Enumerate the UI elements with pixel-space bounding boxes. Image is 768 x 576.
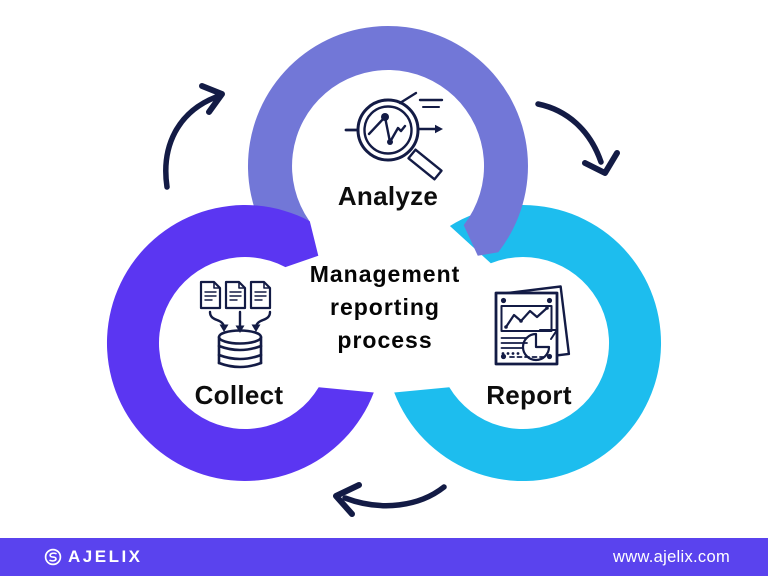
diagram-title: Management reporting process bbox=[275, 258, 495, 357]
report-label: Report bbox=[486, 380, 572, 410]
brand-logo: AJELIX bbox=[44, 547, 143, 567]
footer-bar: AJELIX www.ajelix.com bbox=[0, 538, 768, 576]
magnifier-analytics-icon bbox=[344, 91, 444, 181]
arrowhead-down-icon bbox=[582, 150, 620, 176]
arrow-collect-to-analyze bbox=[163, 94, 219, 190]
rings bbox=[106, 25, 662, 482]
collect-label: Collect bbox=[194, 380, 284, 410]
arrowhead-left-icon bbox=[333, 482, 362, 517]
diagram-title-line3: process bbox=[337, 327, 433, 353]
analyze-label: Analyze bbox=[337, 181, 439, 211]
ajelix-logo-icon bbox=[44, 548, 62, 566]
diagram-title-line2: reporting bbox=[330, 294, 440, 320]
diagram-title-line1: Management bbox=[309, 261, 461, 287]
flow-arrows bbox=[163, 83, 620, 517]
ring-collect bbox=[106, 205, 374, 482]
arrowhead-up-right-icon bbox=[199, 83, 225, 115]
arrow-analyze-to-report bbox=[535, 101, 604, 165]
ring-analyze bbox=[247, 25, 528, 265]
documents-to-database-icon bbox=[199, 280, 272, 369]
arrow-report-to-collect bbox=[342, 484, 447, 509]
brand-name: AJELIX bbox=[68, 547, 143, 566]
website-url: www.ajelix.com bbox=[613, 547, 730, 566]
ring-report bbox=[394, 205, 662, 482]
report-document-charts-icon bbox=[494, 285, 571, 366]
